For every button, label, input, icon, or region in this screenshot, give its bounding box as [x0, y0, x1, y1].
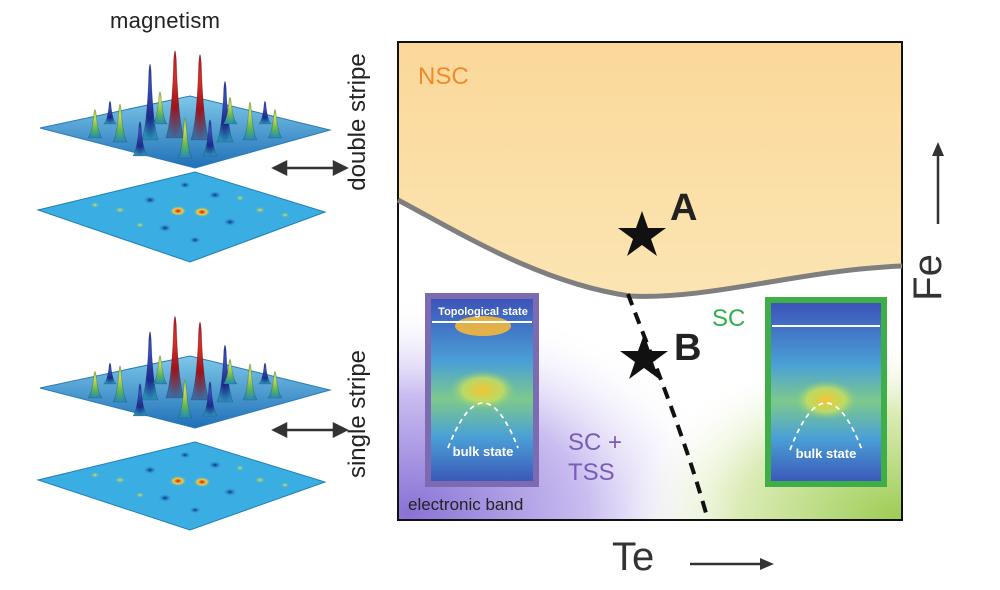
phase-diagram: NSC SC SC + TSS electronic band A B Topo… — [396, 41, 903, 521]
map-spot — [135, 492, 145, 498]
point-b-label: B — [674, 327, 701, 369]
single-stripe-arrow — [271, 421, 349, 439]
magnetic-peak — [165, 50, 185, 139]
magnetic-peak — [258, 362, 272, 385]
magnetic-peak — [222, 359, 238, 385]
tss-boundary — [626, 293, 710, 521]
double-stripe-label: double stripe — [344, 53, 371, 191]
map-spot — [143, 195, 157, 205]
sc-label: SC — [712, 305, 745, 332]
magnetic-peak — [87, 371, 103, 399]
map-spot — [189, 236, 201, 244]
map-spot — [179, 181, 191, 189]
magnetic-peak — [112, 103, 128, 143]
magnetic-peak — [202, 381, 218, 417]
axis-te-label: Te — [612, 535, 655, 579]
magnetism-illustrations — [36, 50, 349, 531]
map-spot — [179, 451, 191, 459]
map-spot — [208, 460, 222, 470]
magnetic-peak — [165, 316, 185, 399]
map-spot — [158, 223, 172, 233]
map-spot — [208, 190, 222, 200]
magnetic-peak — [152, 91, 168, 125]
te-arrow-icon — [690, 558, 774, 570]
magnetic-peak — [177, 117, 193, 159]
map-spot — [158, 493, 172, 503]
map-spot — [143, 465, 157, 475]
plot-frame — [397, 41, 903, 521]
point-a-label: A — [670, 187, 697, 229]
magnetic-peak — [103, 362, 117, 385]
map-spot — [254, 206, 266, 214]
bulk-state-right-label: bulk state — [796, 446, 857, 461]
magnetic-peak — [177, 379, 193, 419]
nsc-label: NSC — [418, 63, 469, 90]
magnetic-peak — [152, 355, 168, 385]
double-stripe-arrow — [271, 159, 349, 177]
magnetism-title: magnetism — [110, 8, 221, 33]
map-spot — [169, 475, 187, 487]
point-a-star — [618, 211, 666, 256]
fe-arrow-icon — [932, 142, 944, 224]
magnetic-peak — [267, 371, 283, 399]
magnetic-peak — [132, 383, 148, 417]
map-spot — [90, 202, 100, 208]
axis-fe-label: Fe — [905, 254, 950, 301]
map-spot — [280, 482, 290, 488]
magnetic-peak — [202, 119, 218, 157]
topological-inset: Topological state bulk state — [425, 293, 539, 487]
double-stripe-map — [36, 171, 327, 263]
magnetic-peak — [242, 363, 258, 401]
map-spot — [114, 206, 126, 214]
double-stripe-surface — [39, 50, 332, 169]
point-b-star — [620, 334, 668, 379]
map-spot — [280, 212, 290, 218]
map-spot — [189, 506, 201, 514]
map-spot — [254, 476, 266, 484]
map-spot — [223, 217, 237, 227]
map-spot — [169, 205, 187, 217]
map-spot — [114, 476, 126, 484]
map-spot — [193, 206, 211, 218]
map-spot — [135, 222, 145, 228]
map-spot — [235, 195, 245, 201]
sc-tss-label-line1: SC + — [568, 429, 622, 456]
magnetic-peak — [103, 100, 117, 125]
magnetic-peak — [216, 80, 234, 143]
electronic-band-label: electronic band — [408, 495, 523, 514]
map-spot — [223, 487, 237, 497]
magnetic-peak — [267, 109, 283, 139]
magnetic-peak — [242, 101, 258, 141]
magnetic-peak — [190, 54, 210, 141]
magnetic-peak — [141, 63, 159, 141]
bulk-state-left-label: bulk state — [453, 444, 514, 459]
map-spot — [193, 476, 211, 488]
single-stripe-map — [36, 441, 327, 531]
topological-state-label: Topological state — [438, 306, 528, 318]
magnetic-peak — [112, 365, 128, 403]
single-stripe-label: single stripe — [344, 349, 371, 479]
single-stripe-surface — [39, 316, 332, 429]
magnetic-peak — [132, 121, 148, 157]
magnetic-peak — [258, 100, 272, 125]
magnetic-peak — [216, 344, 234, 403]
magnetic-peak — [190, 321, 210, 401]
magnetic-peak — [222, 97, 238, 125]
sc-tss-label-line2: TSS — [568, 459, 615, 486]
bulk-inset: bulk state — [765, 297, 887, 487]
map-spot — [235, 465, 245, 471]
magnetic-peak — [87, 109, 103, 139]
map-spot — [90, 472, 100, 478]
